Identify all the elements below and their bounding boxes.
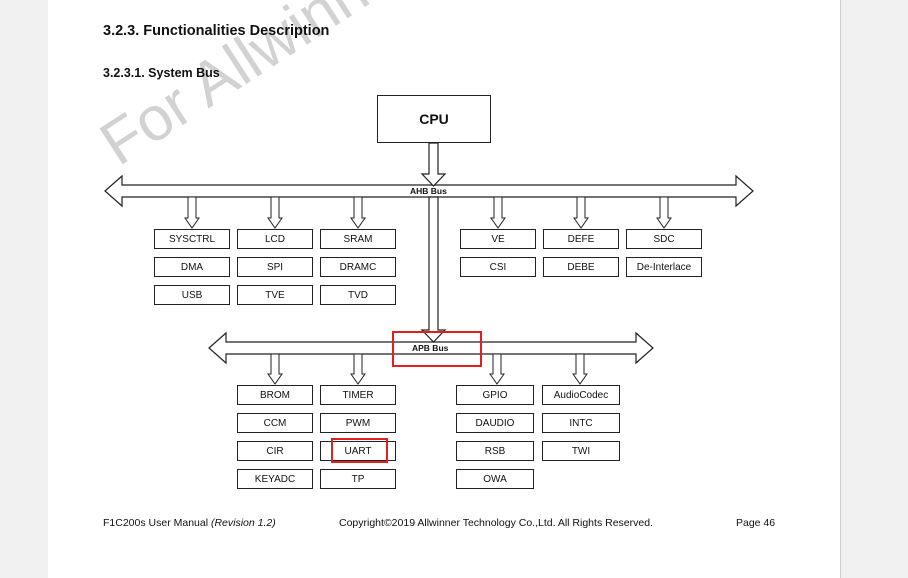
apb-bus-arrow xyxy=(208,331,654,365)
ahb-drop-arrow-2 xyxy=(267,196,283,229)
section-heading: 3.2.3. Functionalities Description xyxy=(103,23,330,39)
ahb-drop-arrow-6 xyxy=(656,196,672,229)
module-brom: BROM xyxy=(237,385,313,405)
viewer-background-right xyxy=(841,0,908,578)
footer-revision: (Revision 1.2) xyxy=(210,517,276,529)
module-gpio: GPIO xyxy=(456,385,534,405)
uart-highlight xyxy=(331,438,388,463)
module-dramc: DRAMC xyxy=(320,257,396,277)
module-audiocodec: AudioCodec xyxy=(542,385,620,405)
ahb-to-apb-arrow xyxy=(420,196,447,343)
system-bus-diagram xyxy=(104,142,754,385)
module-lcd: LCD xyxy=(237,229,313,249)
module-intc: INTC xyxy=(542,413,620,433)
module-twi: TWI xyxy=(542,441,620,461)
module-tvd: TVD xyxy=(320,285,396,305)
module-keyadc: KEYADC xyxy=(237,469,313,489)
module-sysctrl: SYSCTRL xyxy=(154,229,230,249)
ahb-drop-arrow-3 xyxy=(350,196,366,229)
module-timer: TIMER xyxy=(320,385,396,405)
subsection-heading: 3.2.3.1. System Bus xyxy=(103,66,220,80)
ahb-bus-label: AHB Bus xyxy=(410,186,447,196)
apb-bus-highlight xyxy=(392,331,482,367)
module-uart: UART xyxy=(320,441,396,461)
module-sdc: SDC xyxy=(626,229,702,249)
module-dma: DMA xyxy=(154,257,230,277)
footer-page-number: Page 46 xyxy=(736,517,776,529)
document-page: For Allwinner Tech 3.2.3. Functionalitie… xyxy=(48,0,841,578)
module-de-interlace: De-Interlace xyxy=(626,257,702,277)
module-ve: VE xyxy=(460,229,536,249)
module-debe: DEBE xyxy=(543,257,619,277)
apb-drop-arrow-4 xyxy=(572,353,588,385)
ahb-drop-arrow-1 xyxy=(184,196,200,229)
viewer-background-left xyxy=(0,0,48,578)
cpu-to-ahb-arrow xyxy=(420,142,447,187)
module-defe: DEFE xyxy=(543,229,619,249)
module-sram: SRAM xyxy=(320,229,396,249)
module-spi: SPI xyxy=(237,257,313,277)
ahb-drop-arrow-4 xyxy=(490,196,506,229)
footer-copyright: Copyright©2019 Allwinner Technology Co.,… xyxy=(339,517,653,529)
apb-drop-arrow-1 xyxy=(267,353,283,385)
bus-drop-arrows xyxy=(184,196,672,385)
module-tp: TP xyxy=(320,469,396,489)
footer-manual-name: F1C200s User Manual xyxy=(103,517,209,529)
footer-manual: F1C200s User Manual (Revision 1.2) xyxy=(103,517,276,529)
module-cir: CIR xyxy=(237,441,313,461)
ahb-drop-arrow-5 xyxy=(573,196,589,229)
module-owa: OWA xyxy=(456,469,534,489)
apb-drop-arrow-3 xyxy=(489,353,505,385)
module-daudio: DAUDIO xyxy=(456,413,534,433)
module-rsb: RSB xyxy=(456,441,534,461)
module-csi: CSI xyxy=(460,257,536,277)
apb-bus-label: APB Bus xyxy=(412,343,449,353)
ahb-bus-arrow xyxy=(104,174,754,208)
module-pwm: PWM xyxy=(320,413,396,433)
module-ccm: CCM xyxy=(237,413,313,433)
module-usb: USB xyxy=(154,285,230,305)
apb-drop-arrow-2 xyxy=(350,353,366,385)
cpu-box: CPU xyxy=(377,95,491,143)
module-tve: TVE xyxy=(237,285,313,305)
